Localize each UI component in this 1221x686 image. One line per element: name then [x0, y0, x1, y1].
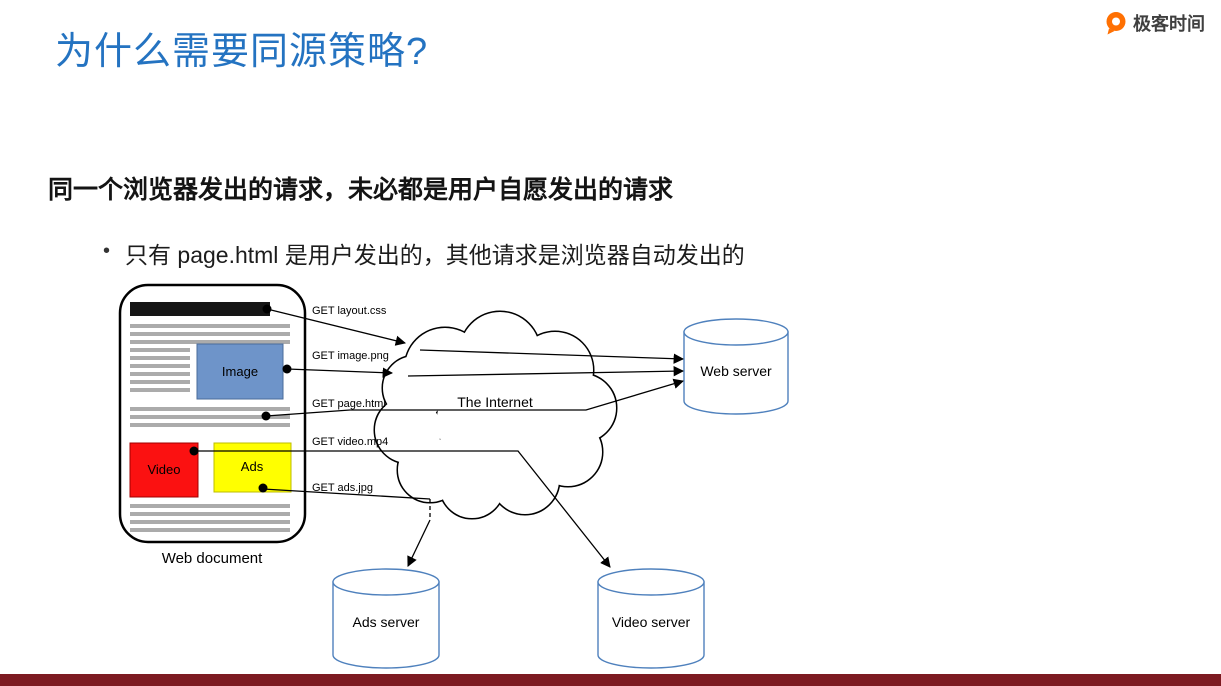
bullet-marker: •	[103, 240, 111, 262]
browser-header-bar	[130, 302, 270, 316]
ads-server-label: Ads server	[353, 614, 420, 630]
web-server-cylinder: Web server	[683, 318, 789, 415]
ads-jpg-dot	[258, 483, 268, 493]
ads-jpg-arrow-to-server	[407, 519, 431, 567]
video-box	[129, 442, 199, 498]
video-box-label: Video	[147, 462, 180, 477]
page-html-dot	[261, 411, 271, 421]
web-server-label: Web server	[700, 363, 772, 379]
internet-cloud-icon	[373, 310, 618, 520]
request-label: GET layout.css	[312, 305, 387, 317]
internet-cloud-label: The Internet	[457, 394, 533, 410]
ads-jpg-arrow	[262, 488, 431, 500]
video-server-cylinder: Video server	[597, 568, 705, 669]
request-label: GET ads.jpg	[312, 482, 373, 494]
request-source-dots	[189, 304, 292, 493]
request-labels: GET layout.css GET image.png GET page.ht…	[312, 305, 389, 494]
bullet-item: • 只有 page.html 是用户发出的，其他请求是浏览器自动发出的	[103, 236, 745, 270]
layout-css-arrow-to-server	[419, 349, 685, 364]
request-arrows	[194, 308, 685, 568]
page-title: 为什么需要同源策略?	[55, 31, 429, 73]
layout-css-arrow	[266, 308, 407, 346]
geektime-logo-icon	[1106, 12, 1126, 35]
page-html-arrow	[265, 378, 684, 417]
video-mp4-dot	[189, 446, 199, 456]
text-placeholder-lines	[130, 324, 290, 532]
image-box	[196, 343, 284, 400]
bullet-text: 只有 page.html 是用户发出的，其他请求是浏览器自动发出的	[125, 242, 745, 268]
ads-server-cylinder: Ads server	[332, 568, 440, 669]
image-png-arrow-to-server	[407, 365, 685, 377]
image-box-label: Image	[222, 364, 258, 379]
request-label: GET video.mp4	[312, 436, 388, 448]
web-document-label: Web document	[162, 550, 263, 567]
brand-logo-text: 极客时间	[1133, 14, 1205, 34]
slide-heading: 同一个浏览器发出的请求，未必都是用户自愿发出的请求	[48, 176, 674, 204]
request-label: GET image.png	[312, 350, 389, 362]
footer-accent-bar	[0, 674, 1221, 686]
video-mp4-arrow	[194, 450, 611, 568]
request-label: GET page.html	[312, 398, 386, 410]
requests-diagram: Image Video Ads Web document The Interne…	[118, 283, 789, 669]
ads-box-label: Ads	[241, 459, 264, 474]
image-png-dot	[282, 364, 292, 374]
brand-logo: 极客时间	[1104, 10, 1205, 36]
layout-css-dot	[262, 304, 272, 314]
video-server-label: Video server	[612, 614, 691, 630]
browser-frame	[118, 283, 307, 544]
image-png-arrow	[286, 367, 394, 378]
